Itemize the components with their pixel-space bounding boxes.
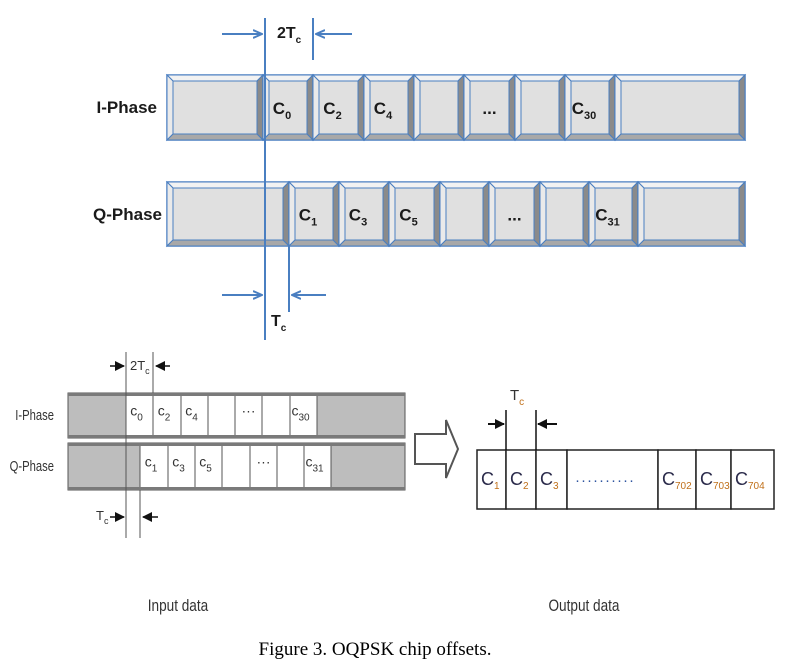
top-i-phase-cell: [613, 73, 747, 142]
input-q-phase-cell: [330, 442, 406, 491]
output-cell-label: C703: [700, 469, 730, 492]
top-q-phase-cell: ...: [487, 180, 542, 248]
output-cell: C1: [476, 449, 507, 510]
top-i-phase-cell-label: C0: [273, 99, 291, 122]
input-i-phase-cell-label: c2: [158, 403, 171, 424]
top-q-phase-cell-label: C3: [349, 205, 367, 228]
output-tc-label: Tc: [510, 387, 524, 408]
top-i-phase-cell: [412, 73, 466, 142]
top-i-phase-cell: C2: [311, 73, 366, 142]
input-i-phase-cell: c30: [289, 392, 318, 439]
input-i-phase-cell: c4: [180, 392, 209, 439]
figure-caption: Figure 3. OQPSK chip offsets.: [259, 639, 492, 660]
input-q-phase-cell-label: ···: [257, 454, 271, 470]
top-q-phase-row: C1 C3 C5... C31: [165, 180, 747, 248]
input-i-phase-cell: c2: [152, 392, 182, 439]
input-q-phase-cell: c1: [139, 442, 169, 491]
top-i-phase-label: I-Phase: [97, 98, 157, 117]
output-cell-label: ··········: [575, 472, 635, 489]
top-i-phase-cell: [513, 73, 567, 142]
conversion-arrow-icon: [414, 419, 460, 479]
top-2tc-label: 2Tc: [277, 25, 302, 46]
output-cell: ··········: [566, 449, 659, 510]
output-cell-label: C3: [540, 469, 559, 492]
output-cell: C703: [695, 449, 732, 510]
top-i-phase-cell-label: C30: [572, 99, 597, 122]
input-q-phase-cell: c31: [303, 442, 332, 491]
input-q-phase-cell-label: c31: [305, 454, 324, 475]
top-i-phase-cell-label: ...: [482, 99, 496, 118]
output-cell-label: C2: [510, 469, 529, 492]
top-i-phase-cell: C30: [563, 73, 617, 142]
input-q-phase-cell: c5: [194, 442, 223, 491]
top-q-phase-cell: C5: [387, 180, 442, 248]
top-q-phase-cell-label: C5: [399, 205, 417, 228]
input-q-phase-row: c1 c3 c5 ··· c31: [67, 442, 406, 491]
input-tc-label: Tc: [96, 508, 109, 526]
top-i-phase-cell: [165, 73, 265, 142]
top-q-phase-cell-label: C1: [299, 205, 317, 228]
top-q-phase-cell: [438, 180, 491, 248]
input-i-phase-cell-label: c4: [185, 403, 198, 424]
top-q-phase-cell-label: C31: [595, 205, 620, 228]
output-cell: C702: [657, 449, 697, 510]
input-q-phase-label: Q-Phase: [10, 457, 54, 474]
input-i-phase-label: I-Phase: [15, 406, 54, 423]
top-q-phase-cell: [538, 180, 591, 248]
input-q-phase-cell: [125, 442, 141, 491]
top-q-phase-cell: C3: [337, 180, 391, 248]
top-i-phase-cell-label: C2: [323, 99, 341, 122]
input-i-phase-cell-label: c30: [291, 403, 310, 424]
output-data-caption: Output data: [549, 597, 620, 616]
input-2tc-label: 2Tc: [130, 358, 150, 376]
input-i-phase-cell: c0: [125, 392, 154, 439]
input-i-phase-cell: ···: [234, 392, 263, 439]
output-cell-label: C704: [735, 469, 765, 492]
output-cell: C2: [505, 449, 537, 510]
top-q-phase-cell: C31: [587, 180, 640, 248]
input-q-phase-cell: [67, 442, 127, 491]
input-i-phase-cell: [261, 392, 291, 439]
top-i-phase-cell: C0: [261, 73, 315, 142]
input-i-phase-cell-label: ···: [242, 403, 256, 419]
input-i-phase-cell: [316, 392, 406, 439]
input-i-phase-cell: [207, 392, 236, 439]
output-cell-label: C702: [662, 469, 692, 492]
input-i-phase-cell: [67, 392, 127, 439]
input-q-phase-cell-label: c5: [199, 454, 212, 475]
top-q-phase-cell-label: ...: [507, 205, 521, 224]
top-q-phase-cell: C1: [287, 180, 341, 248]
top-i-phase-cell: C4: [362, 73, 416, 142]
input-q-phase-cell: ···: [249, 442, 278, 491]
input-data-caption: Input data: [148, 597, 209, 616]
output-cell: C704: [730, 449, 775, 510]
top-q-phase-cell: [636, 180, 747, 248]
output-cell: C3: [535, 449, 568, 510]
input-q-phase-cell-label: c3: [172, 454, 185, 475]
input-i-phase-cell-label: c0: [130, 403, 143, 424]
top-i-phase-row: C0 C2 C4... C30: [165, 73, 747, 142]
top-q-phase-label: Q-Phase: [93, 205, 162, 224]
input-q-phase-cell-label: c1: [145, 454, 158, 475]
top-i-phase-cell-label: C4: [374, 99, 393, 122]
input-i-phase-row: c0 c2 c4 ··· c30: [67, 392, 406, 439]
top-i-phase-cell: ...: [462, 73, 517, 142]
top-tc-label: Tc: [271, 313, 287, 334]
input-q-phase-cell: [276, 442, 305, 491]
top-q-phase-cell: [165, 180, 291, 248]
input-q-phase-cell: c3: [167, 442, 196, 491]
output-cell-label: C1: [481, 469, 500, 492]
input-q-phase-cell: [221, 442, 251, 491]
